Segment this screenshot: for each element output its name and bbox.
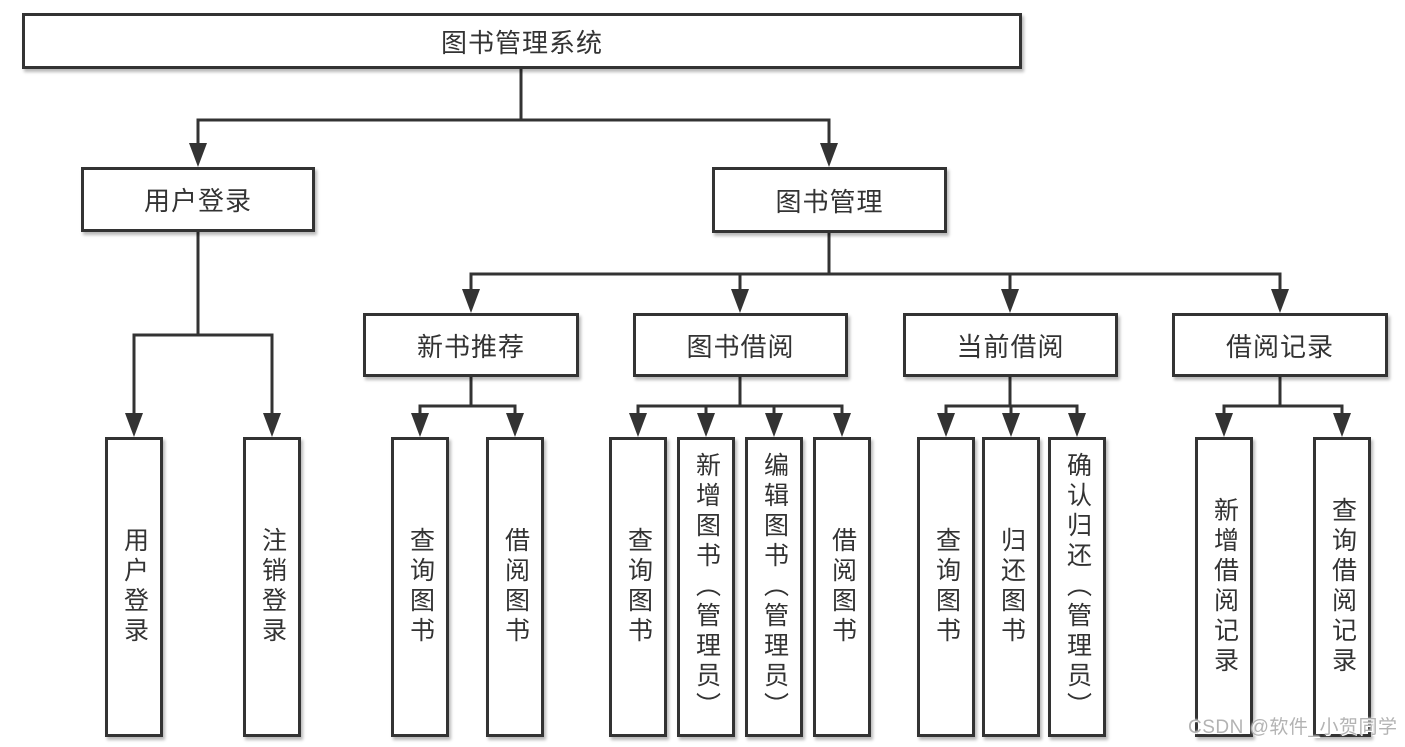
watermark-text: CSDN @软件_小贺同学: [1188, 717, 1398, 738]
node-label: 查询图书: [624, 527, 653, 647]
node-label: 用户登录: [120, 527, 149, 647]
node-label: 查询借阅记录: [1328, 497, 1357, 677]
node-label: 查询图书: [932, 527, 961, 647]
node-add-books-admin: 新增图书（管理员）: [677, 437, 735, 737]
node-borrow-books-2: 借阅图书: [813, 437, 871, 737]
node-book-management: 图书管理: [712, 167, 947, 233]
node-logout: 注销登录: [243, 437, 301, 737]
node-label: 新书推荐: [416, 331, 525, 362]
node-label: 注销登录: [258, 527, 287, 647]
node-query-books-3: 查询图书: [917, 437, 975, 737]
node-label: 图书管理: [775, 186, 884, 217]
node-return-books: 归还图书: [982, 437, 1040, 737]
node-borrow-books-1: 借阅图书: [486, 437, 544, 737]
node-label: 新增借阅记录: [1210, 497, 1239, 677]
node-label: 确认归还（管理员）: [1063, 452, 1092, 722]
node-label: 图书管理系统: [440, 27, 603, 58]
node-query-borrow-record: 查询借阅记录: [1313, 437, 1371, 737]
node-edit-books-admin: 编辑图书（管理员）: [745, 437, 803, 737]
node-book-borrowing: 图书借阅: [633, 313, 848, 377]
node-label: 编辑图书（管理员）: [760, 452, 789, 722]
node-new-book-recommendation: 新书推荐: [363, 313, 579, 377]
node-label: 用户登录: [143, 186, 252, 216]
node-user-login: 用户登录: [81, 167, 315, 232]
node-library-management-system: 图书管理系统: [22, 13, 1022, 69]
node-label: 新增图书（管理员）: [692, 452, 721, 722]
node-user-login-leaf: 用户登录: [105, 437, 163, 737]
node-label: 借阅记录: [1225, 331, 1334, 362]
node-label: 借阅图书: [828, 527, 857, 647]
node-label: 归还图书: [997, 527, 1026, 647]
node-label: 图书借阅: [686, 331, 795, 362]
node-confirm-return-admin: 确认归还（管理员）: [1048, 437, 1106, 737]
node-query-books-1: 查询图书: [391, 437, 449, 737]
node-query-books-2: 查询图书: [609, 437, 667, 737]
node-current-borrowing: 当前借阅: [903, 313, 1118, 377]
node-add-borrow-record: 新增借阅记录: [1195, 437, 1253, 737]
node-label: 查询图书: [406, 527, 435, 647]
node-label: 当前借阅: [956, 331, 1065, 362]
node-label: 借阅图书: [501, 527, 530, 647]
node-borrowing-records: 借阅记录: [1172, 313, 1388, 377]
